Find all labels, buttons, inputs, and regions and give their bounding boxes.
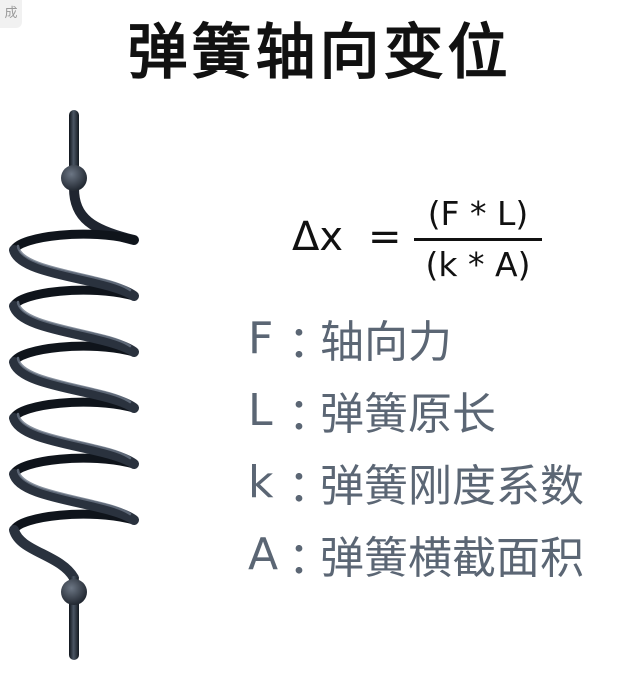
- legend-item-area: A ： 弹簧横截面积: [248, 518, 628, 590]
- legend-item-force: F ： 轴向力: [248, 302, 628, 374]
- formula-lhs: Δx: [292, 214, 344, 260]
- formula-numerator: (F * L): [427, 194, 529, 233]
- legend-text: 弹簧刚度系数: [320, 461, 584, 512]
- legend-item-length: L ： 弹簧原长: [248, 374, 628, 446]
- formula-denominator: (k * A): [425, 245, 531, 284]
- legend-colon: ：: [288, 317, 332, 368]
- legend-symbol: A: [248, 528, 279, 580]
- legend-text: 弹簧横截面积: [320, 533, 584, 584]
- coil-spring-illustration: [9, 110, 139, 660]
- page-title: 弹簧轴向变位: [127, 18, 512, 88]
- legend-text: 轴向力: [320, 317, 452, 368]
- spring-coil-highlight: [16, 244, 132, 516]
- spring-coil-front: [9, 245, 139, 583]
- legend-item-stiffness: k ： 弹簧刚度系数: [248, 446, 628, 518]
- variable-legend: F ： 轴向力 L ： 弹簧原长 k ： 弹簧刚度系数 A ： 弹簧横截面积: [248, 302, 628, 590]
- formula-equals: =: [368, 214, 402, 260]
- legend-colon: ：: [288, 461, 332, 512]
- legend-colon: ：: [288, 389, 332, 440]
- spring-top-knob: [61, 165, 87, 191]
- legend-symbol: L: [248, 384, 273, 436]
- fraction-bar: [414, 238, 542, 241]
- legend-symbol: k: [248, 456, 274, 508]
- legend-symbol: F: [248, 312, 274, 364]
- corner-tag: 成: [0, 0, 22, 28]
- legend-colon: ：: [288, 533, 332, 584]
- formula-fraction: (F * L) (k * A): [414, 192, 542, 287]
- legend-text: 弹簧原长: [320, 389, 496, 440]
- spring-bottom-knob: [61, 579, 87, 605]
- displacement-formula: Δx = (F * L) (k * A): [288, 192, 568, 288]
